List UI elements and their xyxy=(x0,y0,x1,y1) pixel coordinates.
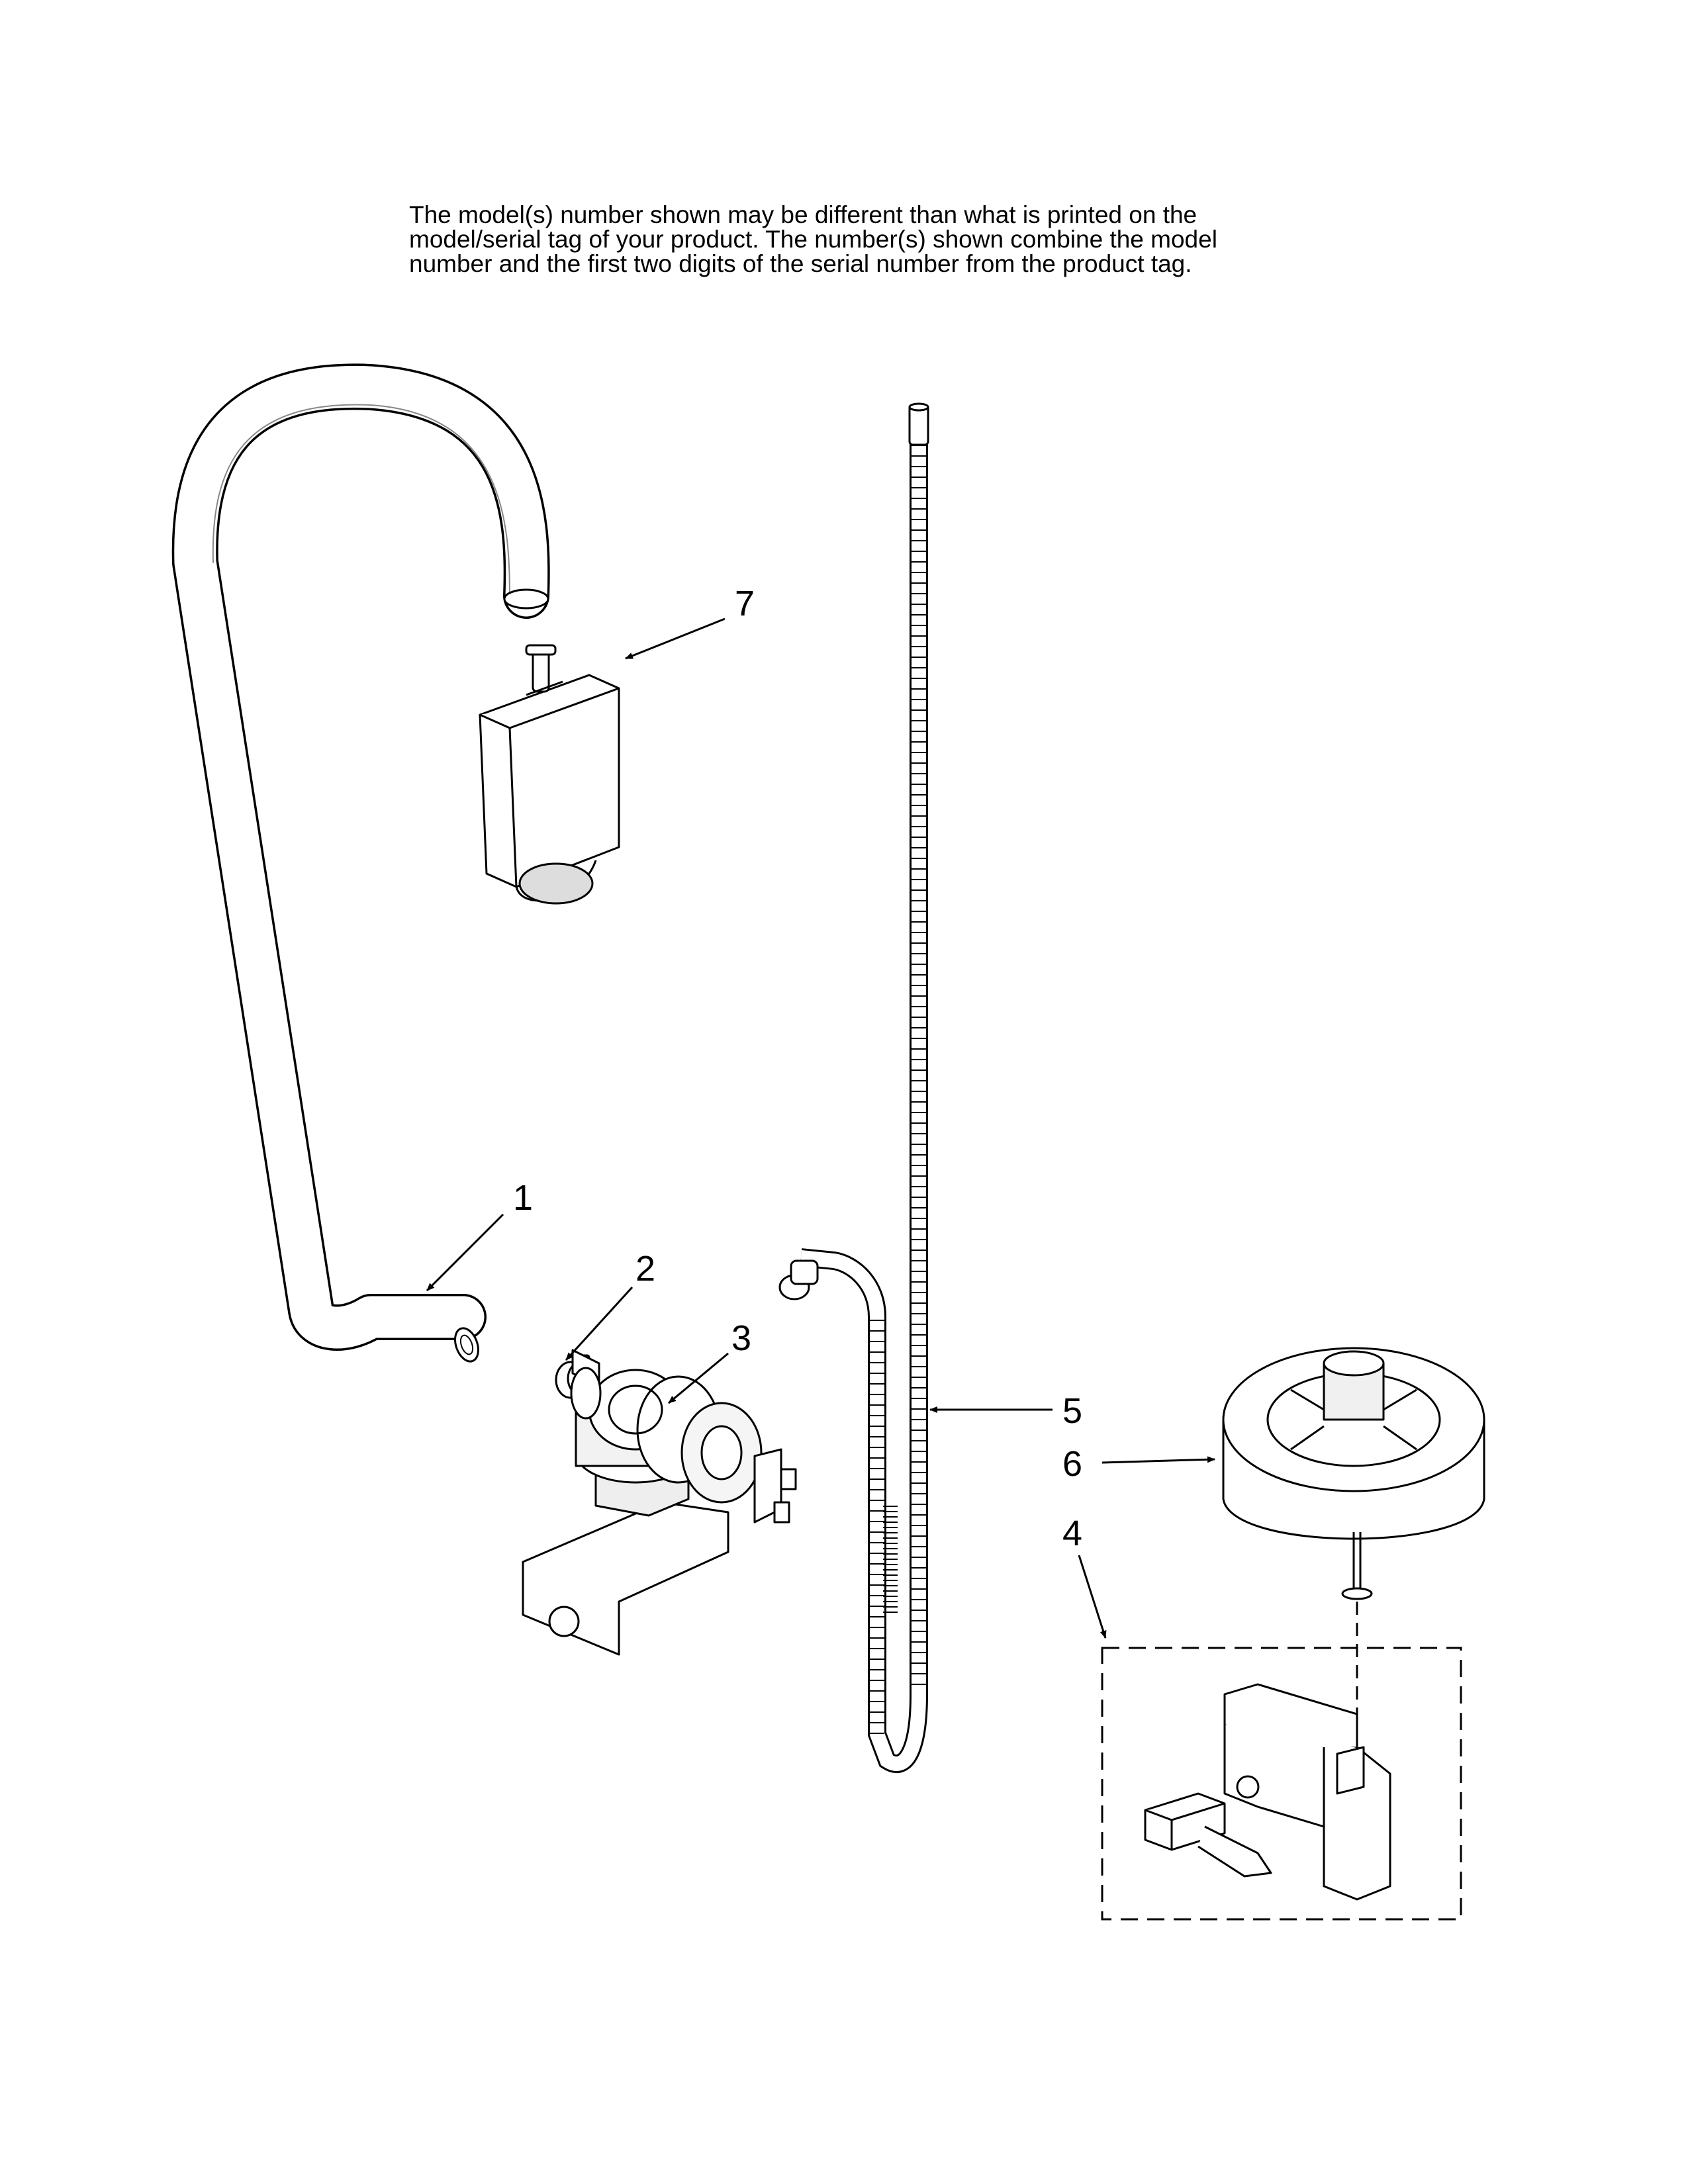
leader-line-6 xyxy=(1102,1456,1215,1464)
float-switch-assembly-icon xyxy=(1101,1602,1462,1921)
leader-line-7 xyxy=(625,617,726,660)
leader-line-4 xyxy=(1078,1555,1107,1639)
water-inlet-valve-icon xyxy=(522,1349,797,1656)
note-line-2: model/serial tag of your product. The nu… xyxy=(409,226,1217,253)
callout-7: 7 xyxy=(735,584,755,623)
leader-line-1 xyxy=(426,1213,504,1292)
model-number-note: The model(s) number shown may be differe… xyxy=(409,203,1402,276)
leader-lines xyxy=(426,617,1215,1639)
callout-5: 5 xyxy=(1062,1391,1082,1431)
fill-hose-icon xyxy=(171,363,550,1363)
leader-line-2 xyxy=(565,1286,633,1361)
callout-3: 3 xyxy=(731,1318,751,1358)
wire-harness-icon xyxy=(778,402,929,1773)
callout-1: 1 xyxy=(513,1178,533,1218)
callout-4: 4 xyxy=(1062,1514,1082,1553)
leader-line-3 xyxy=(668,1352,729,1404)
vent-fill-funnel-icon xyxy=(479,644,620,905)
float-icon xyxy=(1222,1347,1485,1600)
callout-6: 6 xyxy=(1062,1444,1082,1484)
note-line-3: number and the first two digits of the s… xyxy=(409,250,1192,277)
callout-2: 2 xyxy=(635,1249,655,1289)
note-line-1: The model(s) number shown may be differe… xyxy=(409,201,1197,228)
